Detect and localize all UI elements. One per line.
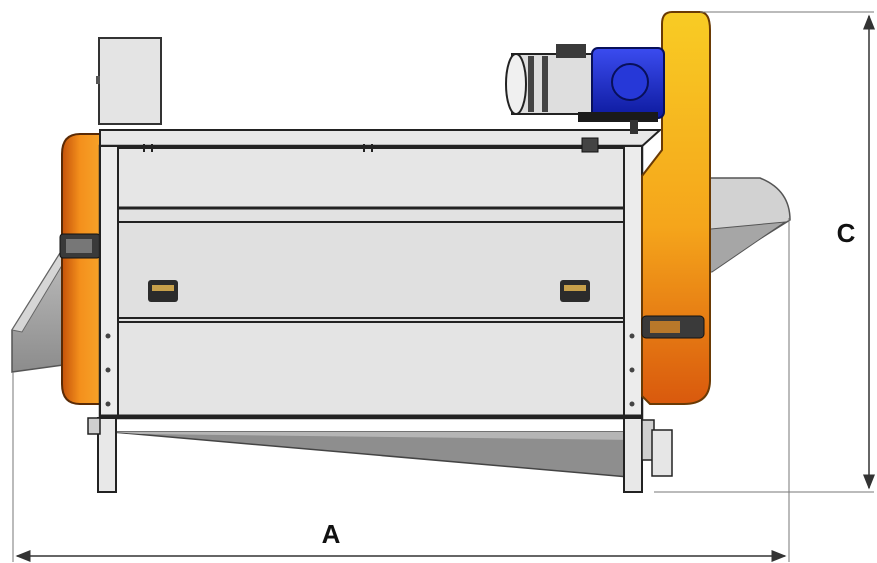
legs (87, 417, 673, 493)
handle-left (148, 280, 178, 302)
right-end-housing (641, 11, 711, 405)
control-box (96, 37, 162, 125)
left-end-cap (59, 133, 103, 405)
dimension-a: A (12, 218, 790, 562)
dimension-c: C (654, 11, 875, 493)
motor (505, 44, 665, 134)
main-frame (98, 129, 663, 420)
dimension-c-label: C (837, 218, 856, 248)
bottom-hopper (111, 431, 641, 479)
dimension-a-label: A (322, 519, 341, 549)
handle-right (560, 280, 590, 302)
right-chute (699, 177, 791, 273)
